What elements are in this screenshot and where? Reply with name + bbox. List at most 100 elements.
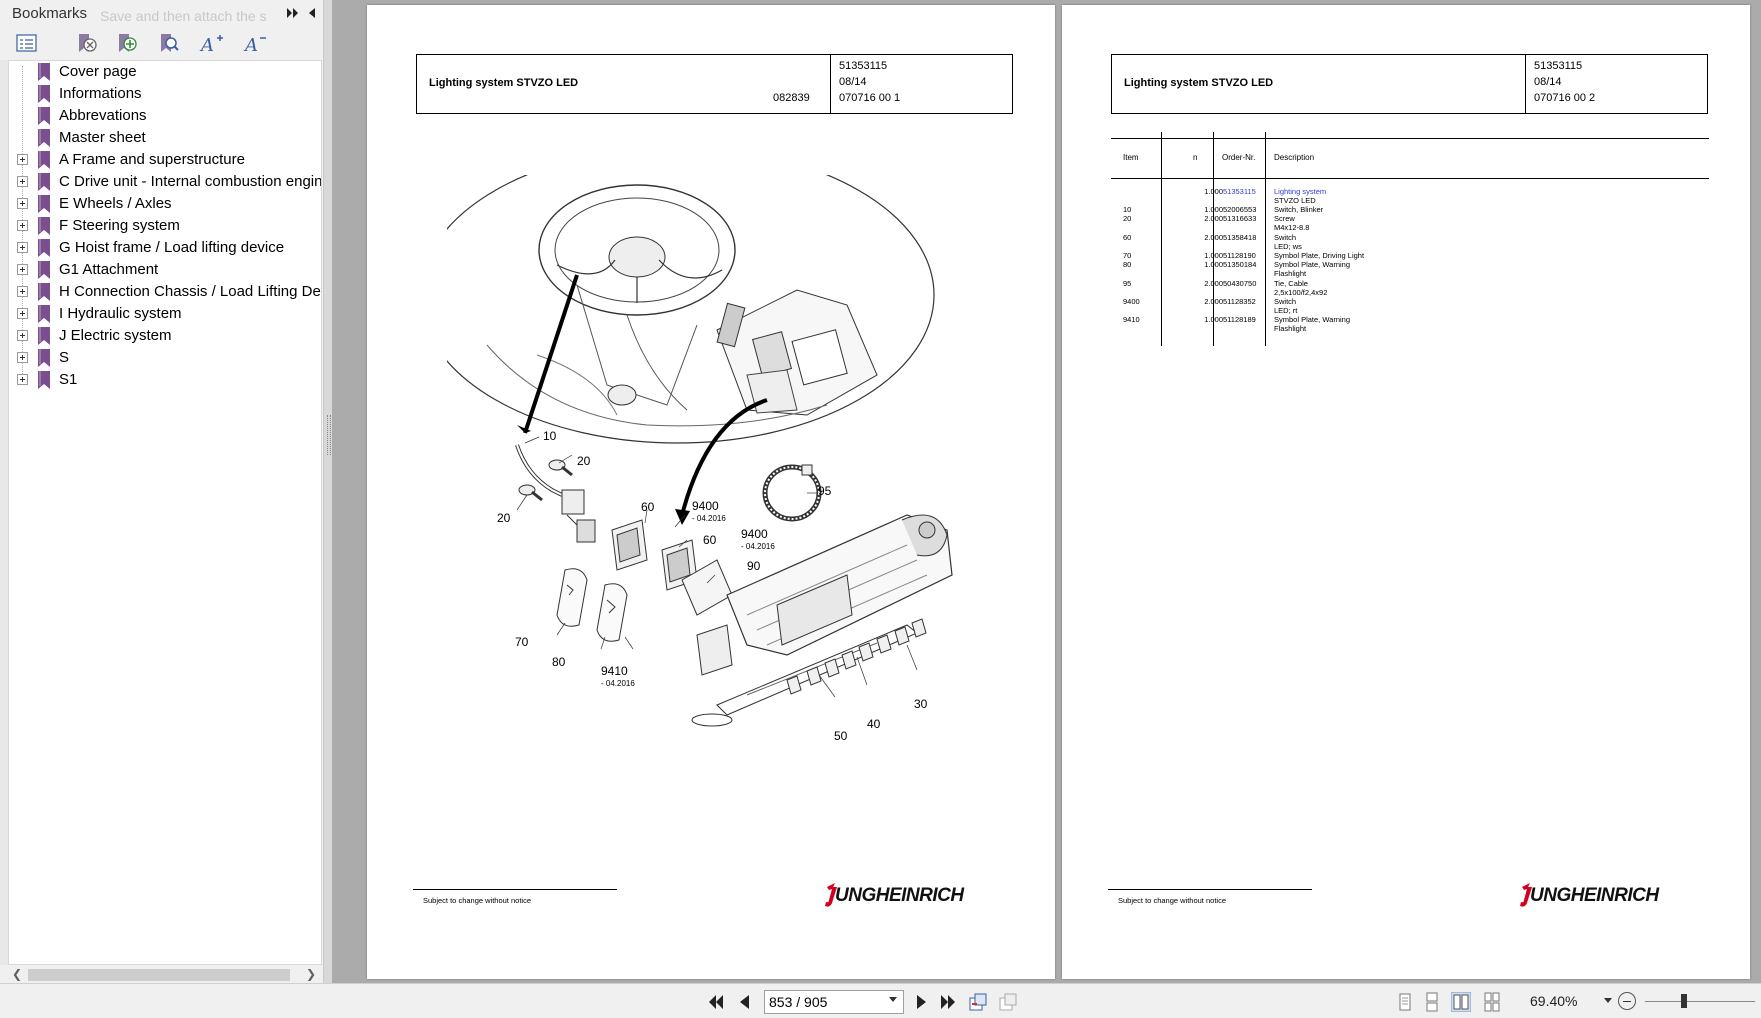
chevron-down-icon[interactable] <box>1604 998 1612 1003</box>
zoom-out-icon[interactable] <box>1618 992 1636 1010</box>
double-chevron-right-icon[interactable] <box>286 6 300 20</box>
cell-description: Symbol Plate, Driving Light <box>1274 251 1365 260</box>
column-header-description: Description <box>1274 153 1315 162</box>
console-assembly-part <box>691 514 953 727</box>
logo-text: UNGHEINRICH <box>1530 885 1659 906</box>
title-block-divider <box>830 55 831 113</box>
bookmark-item[interactable]: S <box>9 347 321 369</box>
previous-view-icon[interactable] <box>968 992 988 1012</box>
expand-plus-icon[interactable] <box>17 330 28 341</box>
expand-plus-icon[interactable] <box>17 308 28 319</box>
expand-plus-icon[interactable] <box>17 176 28 187</box>
panel-splitter[interactable] <box>324 0 332 983</box>
column-header-item: Item <box>1123 153 1139 162</box>
zoom-slider-track[interactable] <box>1645 1001 1755 1002</box>
previous-page-icon[interactable] <box>735 992 755 1012</box>
expand-plus-icon[interactable] <box>17 286 28 297</box>
expand-plus-icon[interactable] <box>17 154 28 165</box>
bookmark-item[interactable]: G1 Attachment <box>9 259 321 281</box>
navigation-toolbar: 69.40% <box>0 983 1761 1018</box>
expand-plus-icon[interactable] <box>17 374 28 385</box>
cell-description[interactable]: Lighting system <box>1274 187 1327 196</box>
increase-font-button[interactable]: A <box>196 30 226 58</box>
table-row: LED; rt <box>1111 306 1709 316</box>
page-number-combo[interactable] <box>764 990 904 1014</box>
bookmark-item[interactable]: G Hoist frame / Load lifting device <box>9 237 321 259</box>
scroll-left-icon[interactable]: ❮ <box>12 967 23 981</box>
bookmark-label: E Wheels / Axles <box>59 195 172 212</box>
cell-description: Flashlight <box>1274 269 1307 278</box>
bookmark-item[interactable]: J Electric system <box>9 325 321 347</box>
cell-quantity: 2.000 <box>1204 297 1223 306</box>
table-row: 2,5x100/f2,4x92 <box>1111 288 1709 298</box>
bookmarks-panel: Bookmarks Save and then attach the s <box>0 0 324 985</box>
callout-label: 60 <box>703 533 717 547</box>
last-page-icon[interactable] <box>938 992 958 1012</box>
ghost-tooltip-text: Save and then attach the s <box>100 8 267 24</box>
first-page-icon[interactable] <box>706 992 726 1012</box>
next-page-icon[interactable] <box>911 992 931 1012</box>
expand-plus-icon[interactable] <box>17 242 28 253</box>
zoom-slider-thumb[interactable] <box>1680 994 1687 1008</box>
bookmark-label: G Hoist frame / Load lifting device <box>59 239 285 256</box>
scroll-right-icon[interactable]: ❯ <box>306 967 317 981</box>
cell-order-number: 51358418 <box>1223 233 1257 242</box>
scrollbar-thumb[interactable] <box>28 969 290 981</box>
title-block-divider <box>1525 55 1526 113</box>
screw-part <box>518 459 573 502</box>
cell-description: Screw <box>1274 214 1295 223</box>
bookmark-item[interactable]: F Steering system <box>9 215 321 237</box>
bookmark-item[interactable]: Master sheet <box>9 127 321 149</box>
bookmark-item[interactable]: A Frame and superstructure <box>9 149 321 171</box>
zoom-level[interactable]: 69.40% <box>1530 993 1578 1009</box>
bookmark-item[interactable]: E Wheels / Axles <box>9 193 321 215</box>
cell-order-number[interactable]: 51353115 <box>1223 187 1256 196</box>
cell-quantity: 1.000 <box>1204 205 1223 214</box>
bookmark-item[interactable]: H Connection Chassis / Load Lifting Devi… <box>9 281 321 303</box>
bookmark-label: F Steering system <box>59 217 180 234</box>
next-view-icon[interactable] <box>998 992 1018 1012</box>
bookmark-item[interactable]: C Drive unit - Internal combustion engin… <box>9 171 322 193</box>
bookmark-item[interactable]: S1 <box>9 369 321 391</box>
bookmark-icon <box>38 173 50 191</box>
delete-bookmark-button[interactable] <box>72 30 102 58</box>
horizontal-scrollbar[interactable]: ❮ ❯ <box>8 965 322 985</box>
collapse-panel-icon[interactable] <box>306 6 318 20</box>
logo-text: UNGHEINRICH <box>835 885 964 906</box>
two-page-view-icon[interactable] <box>1451 992 1471 1012</box>
continuous-view-icon[interactable] <box>1422 992 1442 1012</box>
table-row: Flashlight <box>1111 324 1709 334</box>
callout-leaders <box>516 436 918 698</box>
bookmark-item[interactable]: Cover page <box>9 61 321 83</box>
table-column-rule <box>1213 132 1214 346</box>
expand-plus-icon[interactable] <box>17 198 28 209</box>
two-page-continuous-view-icon[interactable] <box>1482 992 1502 1012</box>
find-bookmark-button[interactable] <box>154 30 184 58</box>
panel-left-edge <box>0 60 8 965</box>
chevron-down-icon[interactable] <box>889 997 897 1002</box>
callout-label: 20 <box>577 454 591 468</box>
callout-label: 80 <box>552 655 566 669</box>
single-page-view-icon[interactable] <box>1395 992 1415 1012</box>
expand-plus-icon[interactable] <box>17 264 28 275</box>
bookmark-item[interactable]: Informations <box>9 83 321 105</box>
cell-description: STVZO LED <box>1274 196 1316 205</box>
expand-plus-icon[interactable] <box>17 352 28 363</box>
add-bookmark-button[interactable] <box>112 30 142 58</box>
expand-plus-icon[interactable] <box>17 220 28 231</box>
cell-description: Symbol Plate, Warning <box>1274 315 1351 324</box>
decrease-font-button[interactable]: A <box>240 30 270 58</box>
bookmark-label: J Electric system <box>59 327 172 344</box>
bookmark-item[interactable]: Abbrevations <box>9 105 321 127</box>
bookmark-options-button[interactable] <box>12 30 42 58</box>
bookmark-item[interactable]: I Hydraulic system <box>9 303 321 325</box>
bookmark-label: C Drive unit - Internal combustion engin… <box>59 173 322 190</box>
page-number-input[interactable] <box>769 993 879 1011</box>
callout-label: 9410 <box>601 664 628 678</box>
clip-parts <box>786 618 927 695</box>
cell-order-number: 51128352 <box>1223 297 1256 306</box>
symbol-plate-part <box>556 568 628 642</box>
bookmark-icon <box>38 327 50 345</box>
